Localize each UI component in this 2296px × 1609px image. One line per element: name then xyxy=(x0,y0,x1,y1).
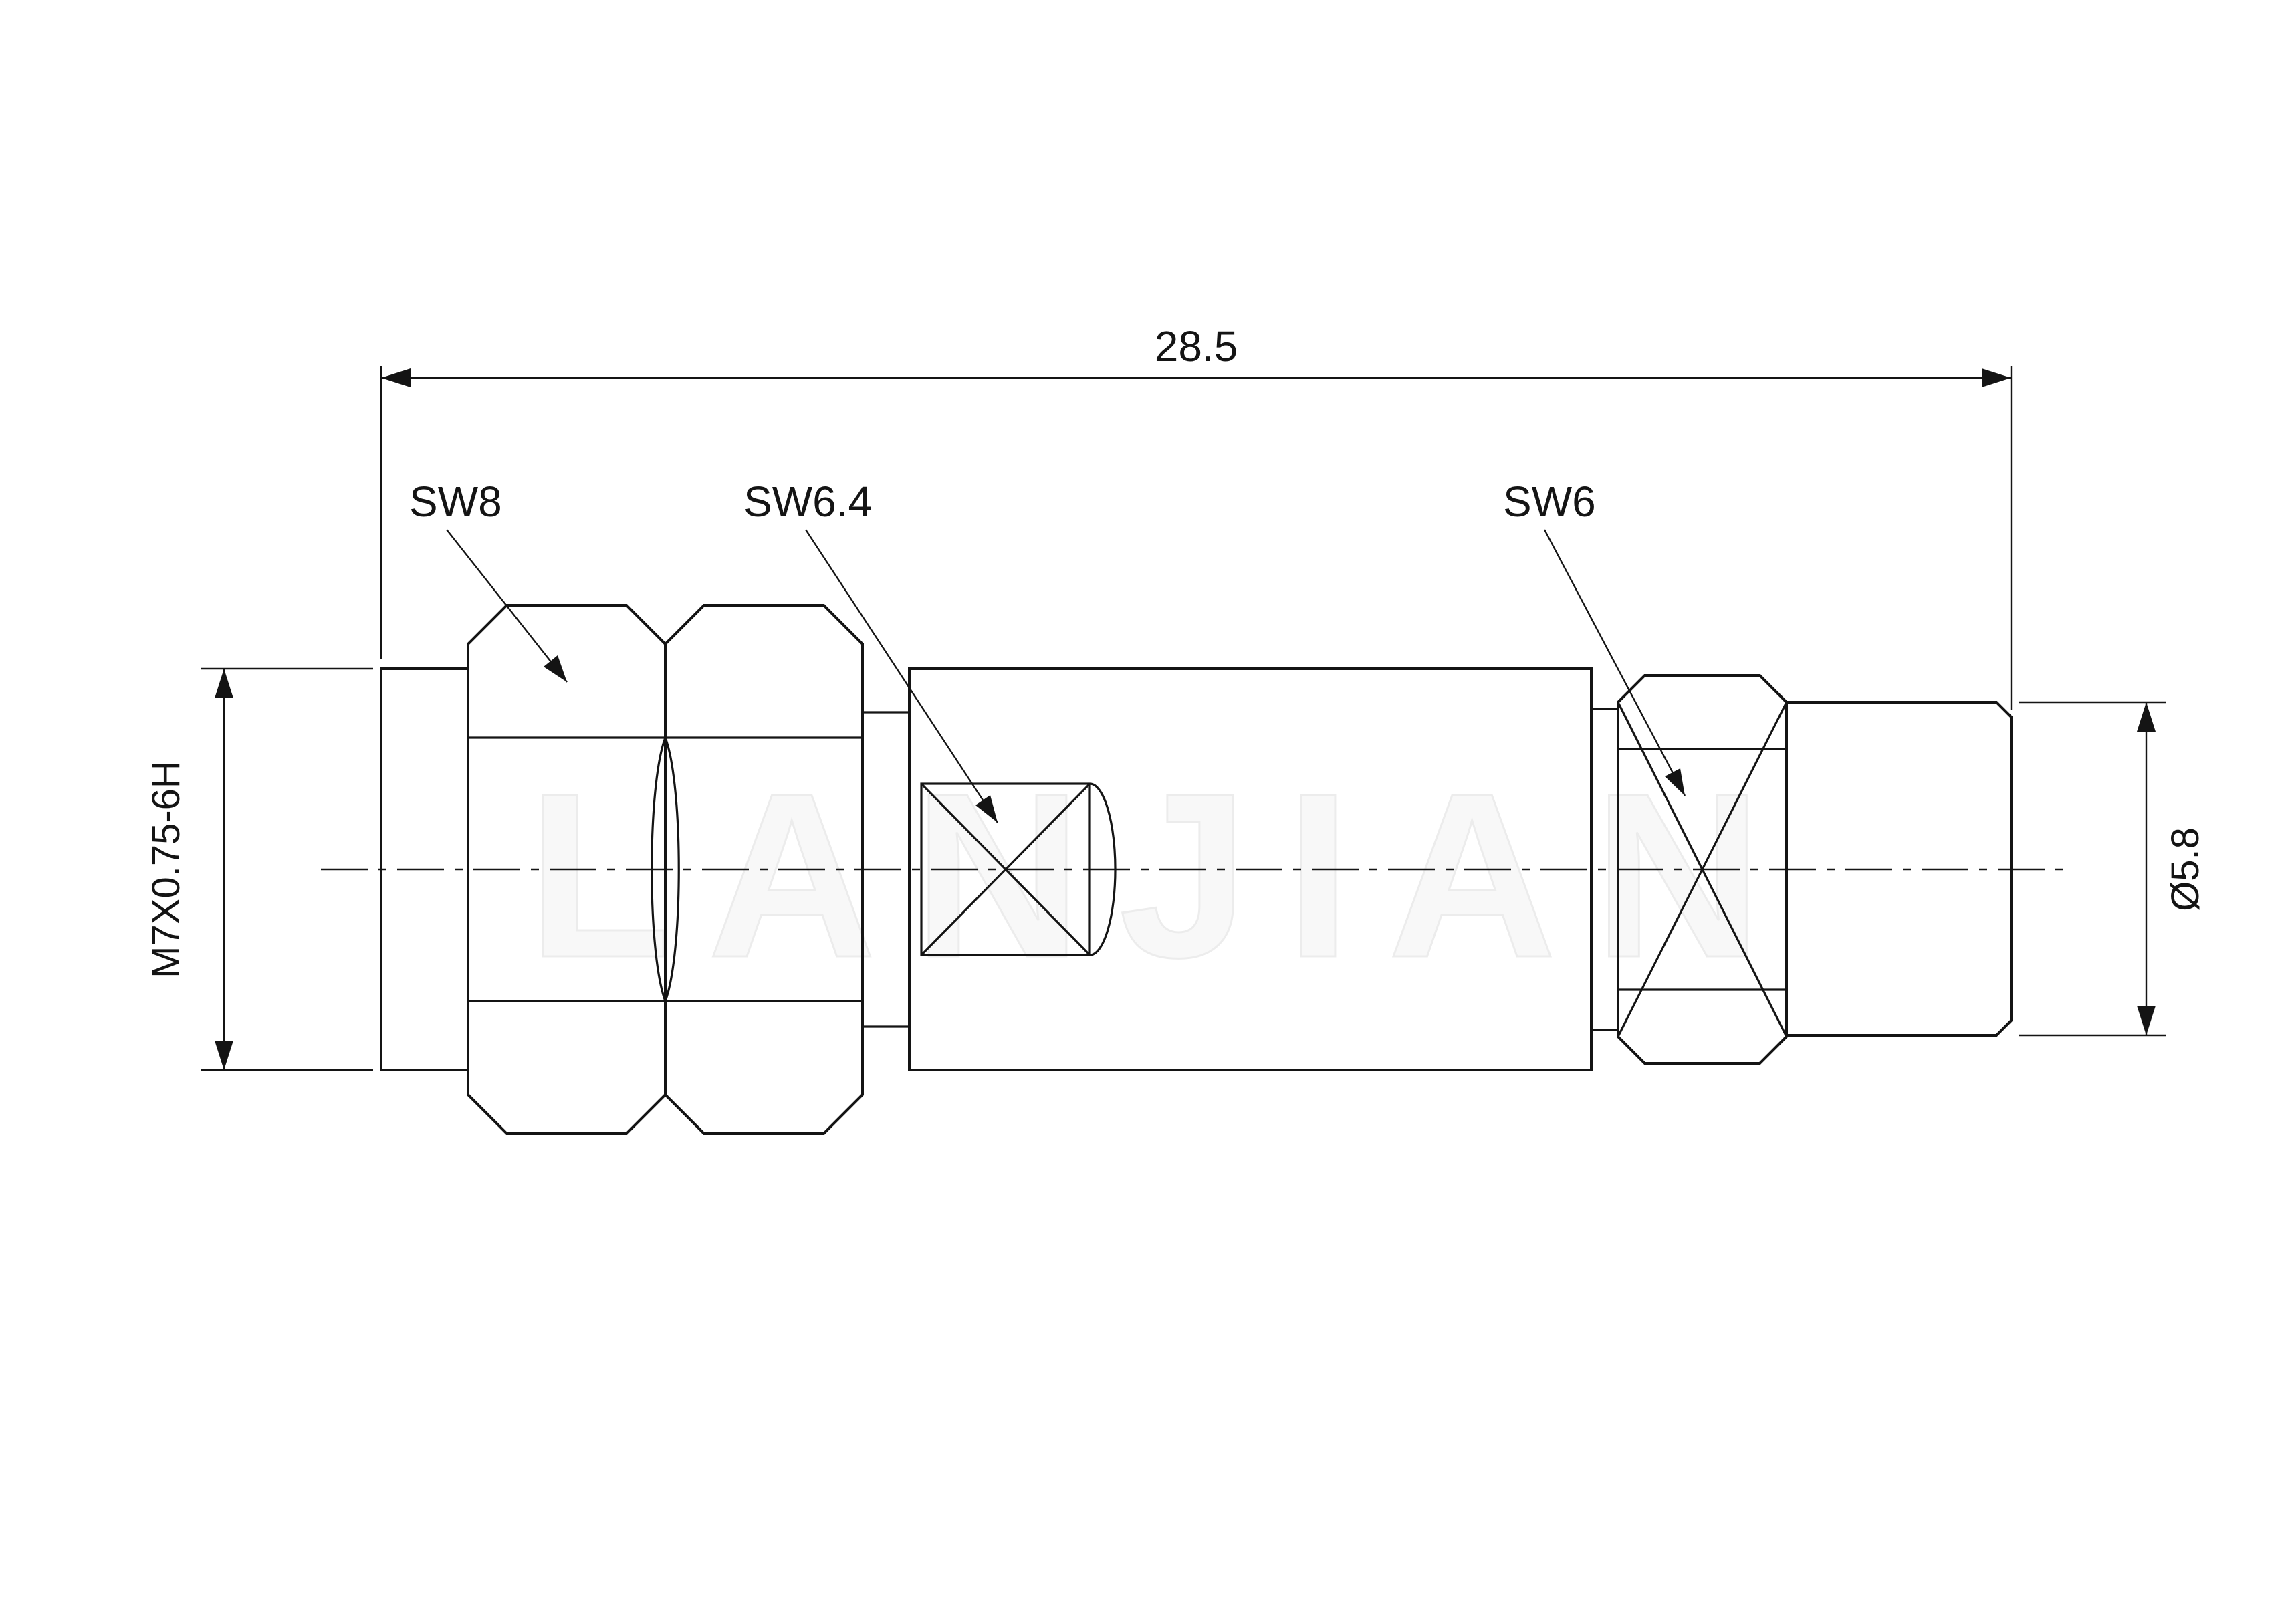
thread-arrowhead-top xyxy=(215,669,233,698)
sw8-leader-arrowhead xyxy=(544,655,567,682)
dimension-overall-length: 28.5 xyxy=(380,322,2013,710)
dimension-diameter: Ø5.8 xyxy=(2019,701,2207,1037)
crimp-box-diagonal-2 xyxy=(920,782,1091,956)
thread-arrowhead-bottom xyxy=(215,1041,233,1070)
sw6-leader-line xyxy=(1543,529,1686,796)
arrowhead-right xyxy=(1982,368,2011,387)
label-sw6-group: SW6 xyxy=(1503,477,1686,796)
sw6-4-leader-line xyxy=(804,529,999,823)
hex-junction-arc-left xyxy=(651,737,667,1002)
thread-dimension-text: M7X0.75-6H xyxy=(144,760,188,978)
sw6-leader-arrowhead xyxy=(1665,768,1685,796)
dimension-thread: M7X0.75-6H xyxy=(144,667,373,1071)
rear-cylinder xyxy=(1785,701,2013,1037)
label-sw6-4-group: SW6.4 xyxy=(743,477,999,823)
overall-length-text: 28.5 xyxy=(1155,322,1238,370)
sw8-hex-nut-b xyxy=(664,604,864,1135)
sw6-diagonal-2 xyxy=(1617,702,1788,1037)
sw6-label: SW6 xyxy=(1503,477,1596,526)
diameter-arrowhead-top xyxy=(2137,702,2156,732)
diameter-dimension-text: Ø5.8 xyxy=(2164,827,2207,911)
main-body xyxy=(908,667,1593,1071)
crimp-box-end-cap-arc xyxy=(1089,782,1117,956)
connector-body-geometry xyxy=(380,604,2013,1135)
sw8-leader-line xyxy=(446,529,568,683)
arrowhead-left xyxy=(381,368,411,387)
sw8-label: SW8 xyxy=(409,477,502,526)
sw6-4-leader-arrowhead xyxy=(975,795,998,823)
crimp-box xyxy=(920,782,1091,956)
diameter-arrowhead-bottom xyxy=(2137,1006,2156,1035)
label-sw8-group: SW8 xyxy=(409,477,568,683)
hex-junction-arc-right xyxy=(664,737,680,1002)
sw6-4-label: SW6.4 xyxy=(743,477,872,526)
watermark-text: LANJIAN xyxy=(528,745,1799,1006)
